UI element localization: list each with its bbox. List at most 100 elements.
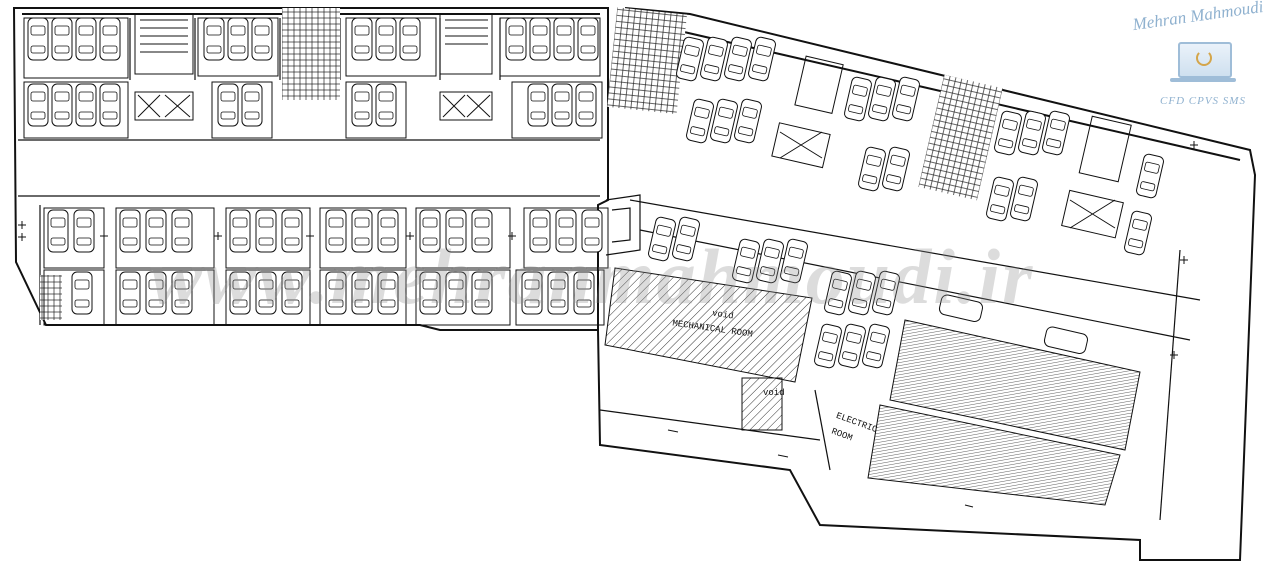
car-symbol [71, 271, 93, 315]
car-symbol [351, 209, 373, 253]
car-symbol [780, 238, 808, 284]
car-symbol [553, 17, 575, 61]
car-symbol [51, 17, 73, 61]
core-stairs-west [134, 13, 194, 121]
wing-connector [605, 194, 641, 256]
keyboard-icon [1170, 78, 1236, 82]
car-symbol [27, 17, 49, 61]
car-symbol [51, 83, 73, 127]
car-symbol [351, 271, 373, 315]
void-label-2: void [763, 388, 785, 398]
car-symbol [227, 17, 249, 61]
car-symbol [75, 83, 97, 127]
car-symbol [217, 83, 239, 127]
car-symbol [756, 238, 784, 284]
car-symbol [145, 209, 167, 253]
car-symbol [255, 209, 277, 253]
car-symbol [505, 17, 527, 61]
car-symbol [676, 36, 704, 82]
car-symbol [377, 209, 399, 253]
car-symbol [824, 270, 852, 316]
car-symbol [471, 271, 493, 315]
car-symbol [577, 17, 599, 61]
car-symbol [573, 271, 595, 315]
car-symbol [419, 209, 441, 253]
car-symbol [119, 209, 141, 253]
car-symbol [1018, 110, 1046, 156]
car-symbol [73, 209, 95, 253]
car-symbol [527, 83, 549, 127]
car-symbol [814, 323, 842, 369]
car-symbol [551, 83, 573, 127]
car-symbol [255, 271, 277, 315]
car-symbol [575, 83, 597, 127]
car-symbol [734, 98, 762, 144]
logo-subtitle: CFD CPVS SMS [1160, 95, 1246, 107]
car-symbol [892, 76, 920, 122]
car-symbol [521, 271, 543, 315]
car-symbol [1042, 110, 1070, 156]
car-symbol [99, 17, 121, 61]
car-symbol [241, 83, 263, 127]
car-symbol [872, 270, 900, 316]
car-symbol [686, 98, 714, 144]
car-symbol [710, 98, 738, 144]
car-symbol [1124, 210, 1152, 256]
car-symbol [281, 209, 303, 253]
car-symbol [351, 83, 373, 127]
car-symbol [171, 209, 193, 253]
car-symbol [119, 271, 141, 315]
car-symbol [529, 209, 551, 253]
car-symbol [994, 110, 1022, 156]
car-symbol [203, 17, 225, 61]
car-symbol [748, 36, 776, 82]
car-symbol [555, 209, 577, 253]
car-symbol [375, 17, 397, 61]
car-symbol [229, 209, 251, 253]
car-symbol [700, 36, 728, 82]
car-symbol [325, 209, 347, 253]
parking-bays-west [23, 17, 609, 326]
car-symbol [547, 271, 569, 315]
car-symbol [858, 146, 886, 192]
car-symbol [848, 270, 876, 316]
hatched-zones [604, 267, 1141, 506]
car-symbol [724, 36, 752, 82]
parked-cars-east [648, 36, 1164, 369]
car-symbol [399, 17, 421, 61]
core-stairs-east [771, 55, 1132, 239]
tiled-zones [40, 7, 1003, 320]
power-icon [1196, 50, 1212, 66]
car-symbol [732, 238, 760, 284]
car-symbol [325, 271, 347, 315]
car-symbol [1010, 176, 1038, 222]
car-symbol [648, 216, 676, 262]
column-marks [18, 141, 1198, 508]
car-symbol [1136, 153, 1164, 199]
car-symbol [171, 271, 193, 315]
car-symbol [27, 83, 49, 127]
car-symbol [99, 83, 121, 127]
car-symbol [229, 271, 251, 315]
car-symbol [47, 209, 69, 253]
car-symbol [75, 17, 97, 61]
interior-walls [18, 18, 1201, 521]
car-symbol [445, 209, 467, 253]
car-symbol [529, 17, 551, 61]
car-symbol [351, 17, 373, 61]
parallel-parked-cars [938, 294, 1088, 354]
car-symbol [844, 76, 872, 122]
car-symbol [581, 209, 603, 253]
car-symbol [882, 146, 910, 192]
car-symbol [838, 323, 866, 369]
car-symbol [375, 83, 397, 127]
car-symbol [868, 76, 896, 122]
car-symbol [377, 271, 399, 315]
car-symbol [672, 216, 700, 262]
parked-cars-west [27, 17, 603, 315]
core-stairs-center [439, 13, 493, 121]
car-symbol [281, 271, 303, 315]
car-symbol [419, 271, 441, 315]
car-symbol [145, 271, 167, 315]
